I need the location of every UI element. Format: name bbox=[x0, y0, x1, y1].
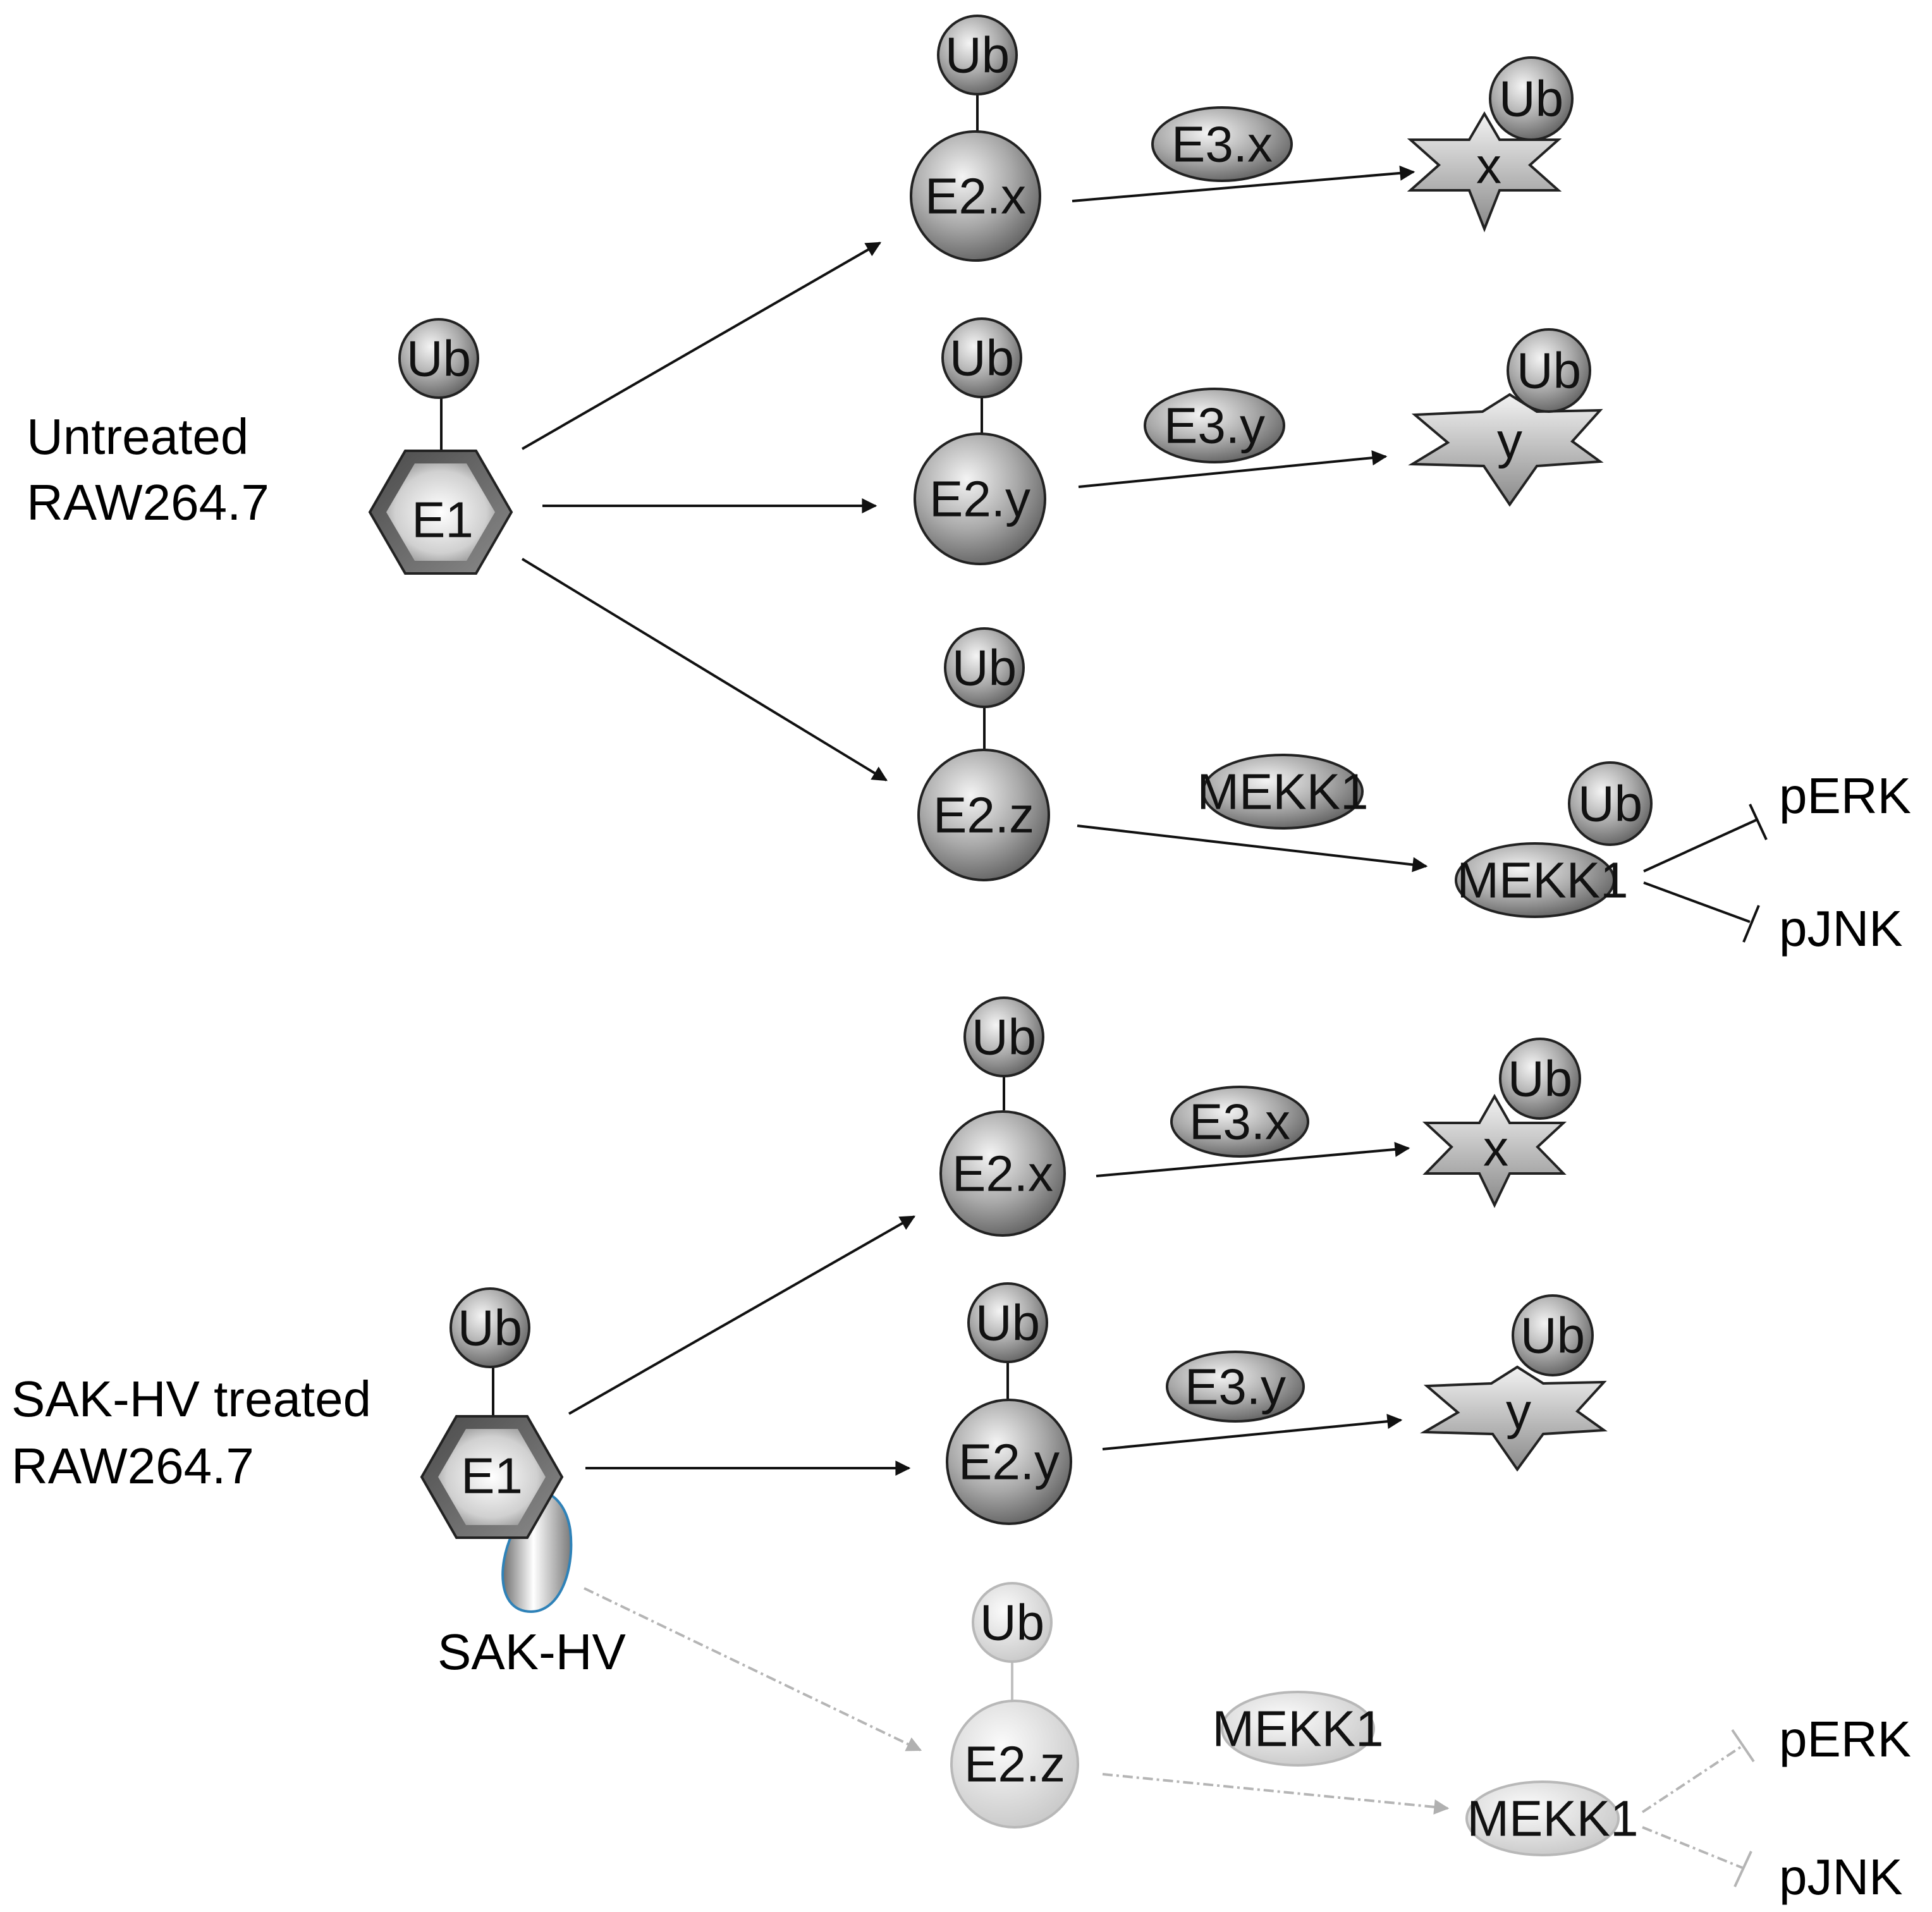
e2x-ub-label-treated: Ub bbox=[972, 1009, 1036, 1065]
target-y-ub-label: Ub bbox=[1517, 343, 1581, 399]
panel-label-untreated-line1: Untreated bbox=[27, 408, 248, 465]
e2z-ub-node-treated: Ub bbox=[972, 1582, 1053, 1663]
target-x-ub-node: Ub bbox=[1489, 56, 1574, 141]
mekk1-target-label-treated: MEKK1 bbox=[1467, 1791, 1638, 1847]
panel-label-treated-line1: SAK-HV treated bbox=[11, 1371, 371, 1427]
target-x-label-treated: x bbox=[1483, 1120, 1508, 1177]
output-perk-label-treated: pERK bbox=[1779, 1711, 1911, 1767]
e2x-label-treated: E2.x bbox=[952, 1146, 1053, 1202]
mekk1-target-node-treated: MEKK1 bbox=[1465, 1780, 1639, 1856]
arrow-e1-to-e2z bbox=[521, 558, 888, 781]
e3y-node-treated: E3.y bbox=[1166, 1351, 1305, 1423]
e1-label: E1 bbox=[412, 492, 474, 548]
e3x-node: E3.x bbox=[1151, 106, 1293, 182]
arrow-e2z-to-mekk1-treated bbox=[1102, 1773, 1450, 1815]
panel-untreated: Untreated RAW264.7 E1 Ub Ub E2.x bbox=[27, 15, 1911, 957]
e2y-label: E2.y bbox=[929, 471, 1030, 527]
mekk1-target-ub-label: Ub bbox=[1578, 776, 1642, 832]
arrow-e1-to-e2z-treated bbox=[584, 1587, 922, 1751]
target-x-label: x bbox=[1476, 138, 1501, 194]
target-x-ub-label-treated: Ub bbox=[1508, 1051, 1572, 1107]
e1-ub-node-treated: Ub bbox=[449, 1287, 530, 1368]
e3x-label-treated: E3.x bbox=[1189, 1094, 1290, 1150]
e3y-label: E3.y bbox=[1164, 398, 1265, 454]
e2x-label: E2.x bbox=[925, 168, 1026, 224]
e2z-label: E2.z bbox=[933, 787, 1034, 843]
e2z-ub-label: Ub bbox=[952, 640, 1017, 696]
e2x-ub-node-treated: Ub bbox=[963, 996, 1044, 1077]
e2y-ub-node-treated: Ub bbox=[967, 1282, 1048, 1363]
e2y-label-treated: E2.y bbox=[958, 1434, 1060, 1490]
e2x-ub-label: Ub bbox=[945, 27, 1010, 83]
panel-label-treated-line2: RAW264.7 bbox=[11, 1438, 254, 1494]
output-pjnk-label: pJNK bbox=[1779, 900, 1903, 957]
e2z-node: E2.z bbox=[917, 749, 1050, 881]
e3x-label: E3.x bbox=[1171, 116, 1273, 173]
e3y-label-treated: E3.y bbox=[1185, 1359, 1286, 1415]
target-x-ub-label: Ub bbox=[1499, 71, 1563, 127]
panel-label-untreated-line2: RAW264.7 bbox=[27, 474, 269, 530]
e2y-ub-label: Ub bbox=[950, 330, 1014, 386]
e2x-node: E2.x bbox=[910, 130, 1041, 262]
mekk1-enzyme-node-treated: MEKK1 bbox=[1212, 1691, 1384, 1767]
e2x-node-treated: E2.x bbox=[939, 1110, 1066, 1237]
target-y-ub-label-treated: Ub bbox=[1520, 1308, 1585, 1364]
e1-ub-node: Ub bbox=[398, 318, 479, 399]
arrow-e2y-to-y-treated bbox=[1102, 1414, 1403, 1450]
output-pjnk-label-treated: pJNK bbox=[1779, 1849, 1903, 1905]
inhibit-mekk1-perk bbox=[1643, 804, 1768, 873]
arrow-e1-to-e2x bbox=[522, 242, 882, 450]
output-perk-label: pERK bbox=[1779, 768, 1911, 824]
inhibit-mekk1-perk-treated bbox=[1641, 1729, 1755, 1813]
sakhv-node bbox=[501, 1490, 573, 1613]
panel-treated: SAK-HV treated RAW264.7 E1 Ub SAK-HV Ub bbox=[11, 996, 1911, 1905]
target-y-ub-node-treated: Ub bbox=[1512, 1294, 1594, 1376]
e2y-node-treated: E2.y bbox=[946, 1399, 1072, 1525]
e1-ub-label-treated: Ub bbox=[458, 1300, 522, 1356]
e2y-ub-label-treated: Ub bbox=[975, 1295, 1040, 1351]
mekk1-enzyme-label: MEKK1 bbox=[1197, 764, 1368, 820]
arrow-e2z-to-mekk1 bbox=[1077, 824, 1428, 873]
e1-label-treated: E1 bbox=[461, 1448, 523, 1504]
arrow-e2y-to-y bbox=[1078, 450, 1388, 488]
e3x-node-treated: E3.x bbox=[1170, 1086, 1309, 1158]
target-x-ub-node-treated: Ub bbox=[1499, 1038, 1581, 1120]
arrow-e2x-to-x-treated bbox=[1096, 1141, 1410, 1177]
target-y-ub-node: Ub bbox=[1507, 328, 1591, 413]
mekk1-enzyme-node: MEKK1 bbox=[1197, 754, 1369, 830]
sakhv-label: SAK-HV bbox=[437, 1624, 626, 1680]
mekk1-target-ub-node: Ub bbox=[1568, 761, 1653, 846]
e2y-ub-node: Ub bbox=[941, 317, 1022, 398]
target-x-node: x bbox=[1407, 111, 1562, 233]
e2x-ub-node: Ub bbox=[937, 15, 1018, 95]
e3y-node: E3.y bbox=[1144, 388, 1285, 463]
e2z-ub-node: Ub bbox=[944, 627, 1025, 708]
target-x-node-treated: x bbox=[1422, 1093, 1567, 1208]
inhibit-mekk1-pjnk bbox=[1643, 881, 1760, 943]
mekk1-enzyme-label-treated: MEKK1 bbox=[1212, 1701, 1383, 1757]
target-y-label: y bbox=[1497, 413, 1522, 469]
mekk1-target-label: MEKK1 bbox=[1457, 852, 1628, 909]
e1-node: E1 bbox=[368, 450, 513, 575]
target-y-node: y bbox=[1408, 393, 1604, 507]
arrow-e2x-to-x bbox=[1072, 165, 1415, 202]
mekk1-target-node: MEKK1 bbox=[1455, 842, 1629, 918]
e2z-node-treated: E2.z bbox=[950, 1700, 1079, 1829]
target-y-node-treated: y bbox=[1419, 1365, 1608, 1472]
arrow-e1-to-e2x-treated bbox=[568, 1215, 916, 1415]
e2z-label-treated: E2.z bbox=[964, 1736, 1065, 1793]
target-y-label-treated: y bbox=[1506, 1383, 1531, 1440]
inhibit-mekk1-pjnk-treated bbox=[1642, 1826, 1752, 1887]
e2y-node: E2.y bbox=[914, 432, 1046, 565]
e1-node-treated: E1 bbox=[420, 1415, 564, 1539]
e2z-ub-label-treated: Ub bbox=[980, 1595, 1044, 1651]
e1-ub-label: Ub bbox=[407, 331, 471, 387]
